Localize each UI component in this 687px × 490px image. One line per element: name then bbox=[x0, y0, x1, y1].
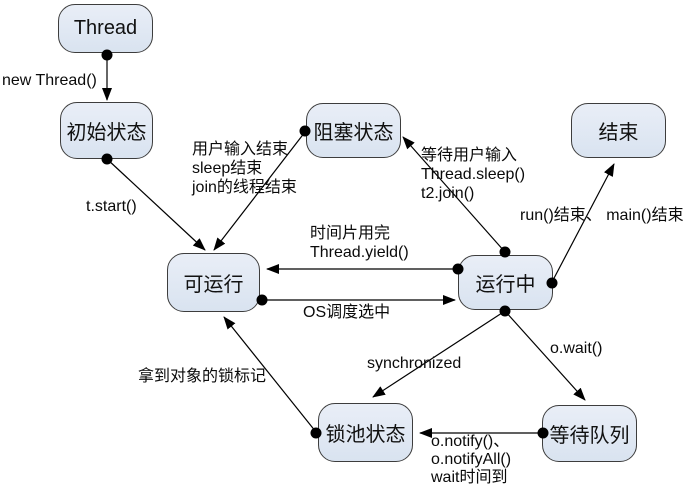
edge-label-line: wait时间到 bbox=[431, 469, 508, 486]
node-thread: Thread bbox=[58, 4, 153, 53]
edge-label-line: sleep结束 bbox=[192, 160, 263, 177]
node-wait-queue-state: 等待队列 bbox=[542, 405, 637, 462]
edge-label-line: 等待用户输入 bbox=[421, 147, 518, 164]
node-initial-state: 初始状态 bbox=[60, 102, 153, 159]
edge-label-line: 用户输入结束 bbox=[192, 141, 289, 158]
edge-label-line: o.notifyAll() bbox=[431, 451, 512, 468]
edge-label-notify: o.notify()、 o.notifyAll() wait时间到 bbox=[431, 433, 511, 487]
edge-label-run-main-end: run()结束、 main()结束 bbox=[520, 207, 684, 224]
edge-label-line: Thread.yield() bbox=[310, 244, 409, 261]
node-blocked-state: 阻塞状态 bbox=[306, 103, 401, 158]
edge-label-line: 时间片用完 bbox=[310, 225, 391, 242]
edge-label-synchronized: synchronized bbox=[367, 355, 462, 372]
node-running-state: 运行中 bbox=[458, 255, 553, 310]
edge-label-line: t2.join() bbox=[421, 185, 475, 202]
edge-label-yield: 时间片用完 Thread.yield() bbox=[310, 224, 409, 262]
node-lock-pool-state: 锁池状态 bbox=[318, 403, 413, 462]
edge-label-acquire-lock: 拿到对象的锁标记 bbox=[138, 368, 267, 385]
node-runnable-state: 可运行 bbox=[167, 253, 260, 312]
node-end-state: 结束 bbox=[571, 103, 666, 158]
edge-label-line: join的线程结束 bbox=[192, 179, 297, 196]
edge-label-to-blocked: 等待用户输入 Thread.sleep() t2.join() bbox=[421, 146, 525, 203]
edge-label-new-thread: new Thread() bbox=[2, 72, 97, 89]
edge-label-blocked-release: 用户输入结束 sleep结束 join的线程结束 bbox=[192, 140, 297, 197]
edge-label-line: o.notify()、 bbox=[431, 433, 510, 450]
edge-label-line: Thread.sleep() bbox=[421, 166, 526, 183]
edge-label-os-schedule: OS调度选中 bbox=[303, 304, 391, 321]
edge-label-o-wait: o.wait() bbox=[550, 340, 603, 357]
edge-label-t-start: t.start() bbox=[86, 198, 137, 215]
